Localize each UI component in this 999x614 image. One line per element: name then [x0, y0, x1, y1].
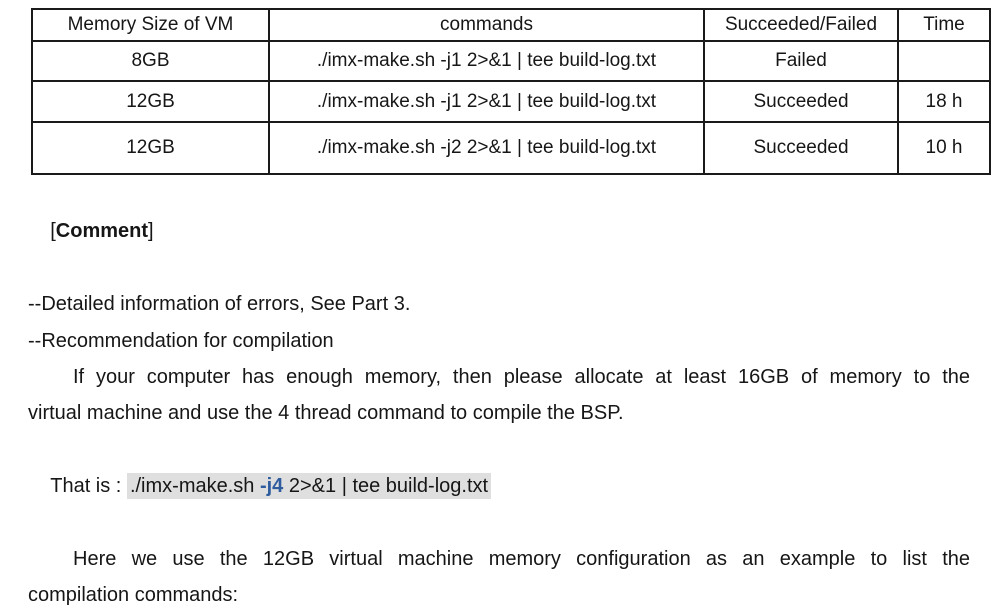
time-cell: 18 h [897, 80, 991, 123]
command-cell: ./imx-make.sh -j2 2>&1 | tee build-log.t… [268, 121, 705, 175]
memory-cell: 12GB [31, 121, 270, 175]
status-cell: Succeeded [703, 121, 899, 175]
table-row: 8GB ./imx-make.sh -j1 2>&1 | tee build-l… [31, 40, 991, 82]
header-time: Time [897, 8, 991, 42]
bracket-close: ] [148, 220, 154, 243]
comment-section: [Comment] --Detailed information of erro… [28, 177, 970, 614]
example-paragraph-line2: compilation commands: [28, 584, 239, 607]
that-is-prefix: That is : [50, 475, 127, 498]
status-cell: Succeeded [703, 80, 899, 123]
command-pre: ./imx-make.sh [129, 475, 260, 498]
header-commands: commands [268, 8, 705, 42]
memory-paragraph-line2: virtual machine and use the 4 thread com… [28, 402, 624, 425]
status-cell: Failed [703, 40, 899, 82]
time-cell: 10 h [897, 121, 991, 175]
table-row: 12GB ./imx-make.sh -j1 2>&1 | tee build-… [31, 80, 991, 123]
comment-label: Comment [55, 220, 149, 243]
command-post: 2>&1 | tee build-log.txt [283, 475, 489, 498]
build-results-table: Memory Size of VM commands Succeeded/Fai… [31, 8, 991, 175]
j4-flag: -j4 [259, 475, 284, 498]
note-errors: --Detailed information of errors, See Pa… [28, 293, 411, 316]
header-succeeded-failed: Succeeded/Failed [703, 8, 899, 42]
note-recommendation: --Recommendation for compilation [28, 329, 334, 352]
time-cell [897, 40, 991, 82]
memory-cell: 12GB [31, 80, 270, 123]
memory-paragraph-line1: If your computer has enough memory, then… [73, 366, 970, 389]
command-recommendation-line: That is : ./imx-make.sh -j4 2>&1 | tee b… [28, 432, 970, 541]
table-row: 12GB ./imx-make.sh -j2 2>&1 | tee build-… [31, 121, 991, 175]
command-cell: ./imx-make.sh -j1 2>&1 | tee build-log.t… [268, 40, 705, 82]
bracket-open: [ [50, 220, 56, 243]
command-cell: ./imx-make.sh -j1 2>&1 | tee build-log.t… [268, 80, 705, 123]
comment-heading: [Comment] [28, 177, 970, 286]
table-header-row: Memory Size of VM commands Succeeded/Fai… [31, 8, 991, 42]
highlighted-command: ./imx-make.sh -j4 2>&1 | tee build-log.t… [126, 473, 492, 500]
header-memory-size: Memory Size of VM [31, 8, 270, 42]
memory-cell: 8GB [31, 40, 270, 82]
example-paragraph-line1: Here we use the 12GB virtual machine mem… [73, 548, 970, 571]
